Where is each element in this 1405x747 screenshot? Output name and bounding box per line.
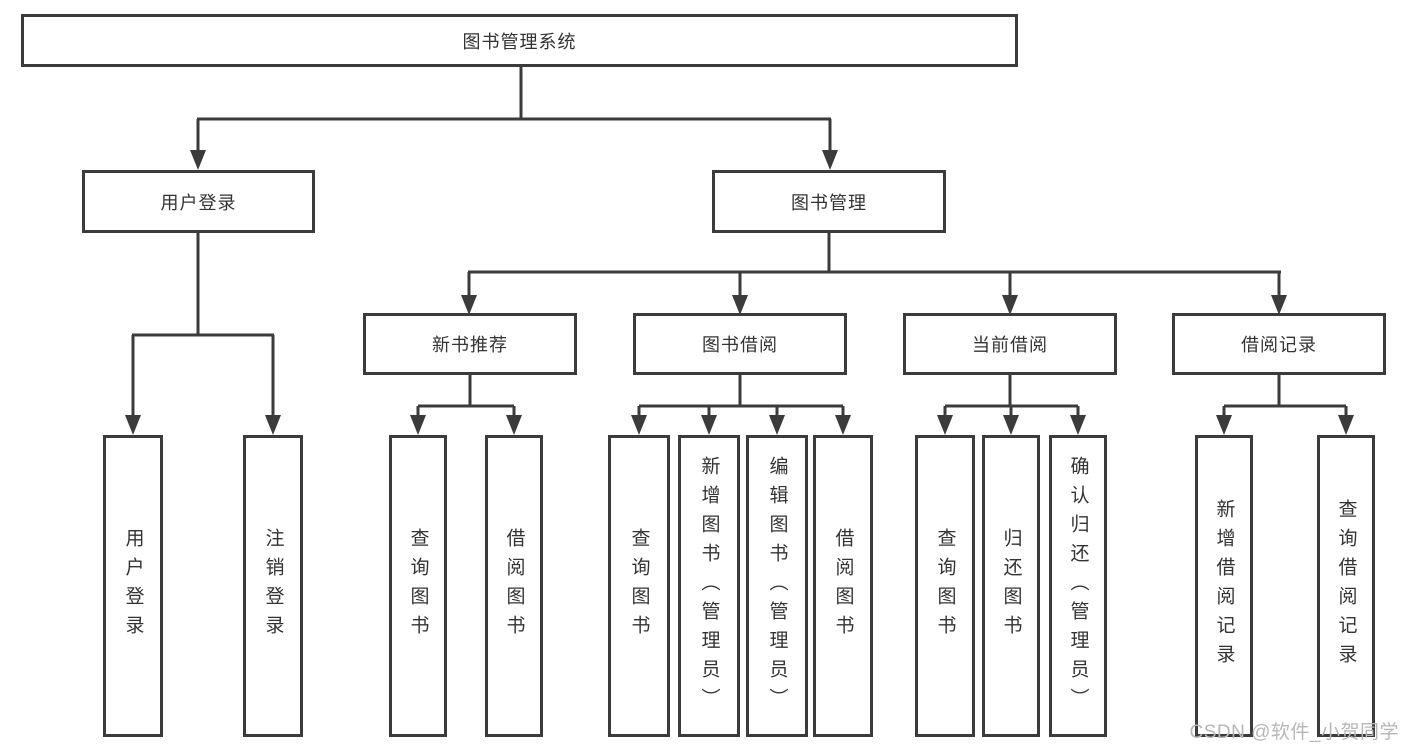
node-current-borrowing: 当前借阅 bbox=[903, 313, 1117, 375]
connector-root-to-level2 bbox=[196, 67, 832, 152]
connector-user-login-children bbox=[131, 232, 275, 417]
connector-book-borrow-children bbox=[637, 375, 845, 419]
leaf-br-query-record: 查询借阅记录 bbox=[1317, 435, 1375, 737]
leaf-nbr-query-books: 查询图书 bbox=[389, 435, 447, 737]
leaf-nbr-borrow-books: 借阅图书 bbox=[485, 435, 543, 737]
arrowheads bbox=[125, 150, 1354, 435]
connector-borrow-record-children bbox=[1222, 375, 1348, 419]
leaf-bb-borrow-books: 借阅图书 bbox=[813, 435, 873, 737]
leaf-cb-return-books: 归还图书 bbox=[982, 435, 1040, 737]
node-new-book-recommendation: 新书推荐 bbox=[363, 313, 577, 375]
node-book-management: 图书管理 bbox=[712, 170, 946, 233]
leaf-user-login: 用户登录 bbox=[103, 435, 163, 737]
leaf-bb-query-books: 查询图书 bbox=[608, 435, 670, 737]
leaf-bb-add-books-admin: 新增图书（管理员） bbox=[678, 435, 740, 737]
leaf-cb-confirm-return-admin: 确认归还（管理员） bbox=[1049, 435, 1107, 737]
connector-book-mgmt-children bbox=[467, 232, 1281, 299]
node-borrowing-records: 借阅记录 bbox=[1172, 313, 1386, 375]
node-user-login: 用户登录 bbox=[82, 170, 315, 233]
watermark: CSDN @软件_小贺同学 bbox=[1189, 722, 1399, 743]
node-book-borrowing: 图书借阅 bbox=[633, 313, 847, 375]
connector-new-book-rec-children bbox=[416, 375, 516, 419]
leaf-br-add-record: 新增借阅记录 bbox=[1195, 435, 1253, 737]
leaf-bb-edit-books-admin: 编辑图书（管理员） bbox=[746, 435, 808, 737]
node-library-management-system: 图书管理系统 bbox=[21, 14, 1018, 67]
connector-current-borrow-children bbox=[943, 375, 1080, 419]
leaf-logout: 注销登录 bbox=[243, 435, 303, 737]
leaf-cb-query-books: 查询图书 bbox=[915, 435, 975, 737]
